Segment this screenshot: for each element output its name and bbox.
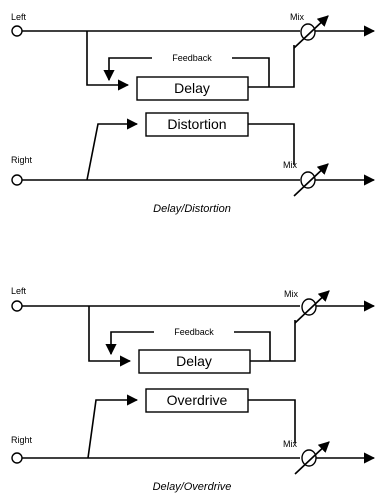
left-input-node xyxy=(11,25,23,37)
feedback-wire-left-2 xyxy=(105,331,154,356)
distortion-box-label: Distortion xyxy=(167,116,226,132)
delay-output-wire-2 xyxy=(250,320,296,362)
left-input-label-2: Left xyxy=(11,286,27,296)
delay-box-label-2: Delay xyxy=(176,353,212,369)
diagram-delay-distortion: Left Right Delay Feedback Mix Distortion xyxy=(11,12,376,215)
delay-input-wire xyxy=(86,31,130,91)
caption-delay-distortion: Delay/Distortion xyxy=(153,203,231,215)
mix-knob-top-2 xyxy=(301,298,317,316)
left-input-label: Left xyxy=(11,12,27,22)
mix-label-top-2: Mix xyxy=(284,289,298,299)
feedback-wire-right-2 xyxy=(234,331,271,361)
mix-label-bottom: Mix xyxy=(283,160,297,170)
feedback-wire-right xyxy=(232,57,270,87)
mix-knob-top xyxy=(300,23,316,41)
left-input-node-2 xyxy=(11,300,23,312)
overdrive-box-label: Overdrive xyxy=(167,392,228,408)
mix-knob-bottom-2 xyxy=(301,449,317,467)
delay-input-wire-2 xyxy=(88,306,132,367)
diagram-delay-overdrive: Left Right Delay Feedback Mix Overdrive xyxy=(11,286,376,493)
right-input-node xyxy=(11,174,23,186)
mix-knob-bottom-arrow-2 xyxy=(294,441,330,475)
feedback-wire-left xyxy=(103,57,152,82)
overdrive-output-wire xyxy=(248,399,296,443)
mix-knob-bottom-arrow xyxy=(293,163,329,197)
feedback-label-2: Feedback xyxy=(174,327,214,337)
caption-delay-overdrive: Delay/Overdrive xyxy=(153,481,232,493)
delay-box-label: Delay xyxy=(174,80,210,96)
mix-knob-top-arrow xyxy=(293,15,329,49)
distortion-output-wire xyxy=(248,123,295,165)
mix-knob-top-arrow-2 xyxy=(294,290,330,324)
distortion-input-wire xyxy=(86,118,139,181)
mix-knob-bottom xyxy=(300,171,316,189)
feedback-label: Feedback xyxy=(172,53,212,63)
right-input-label: Right xyxy=(11,155,33,165)
delay-output-wire xyxy=(248,45,295,88)
overdrive-input-wire xyxy=(87,394,139,459)
mix-label-top: Mix xyxy=(290,12,304,22)
right-input-label-2: Right xyxy=(11,435,33,445)
mix-label-bottom-2: Mix xyxy=(283,439,297,449)
right-input-node-2 xyxy=(11,452,23,464)
delay-box xyxy=(136,76,249,101)
